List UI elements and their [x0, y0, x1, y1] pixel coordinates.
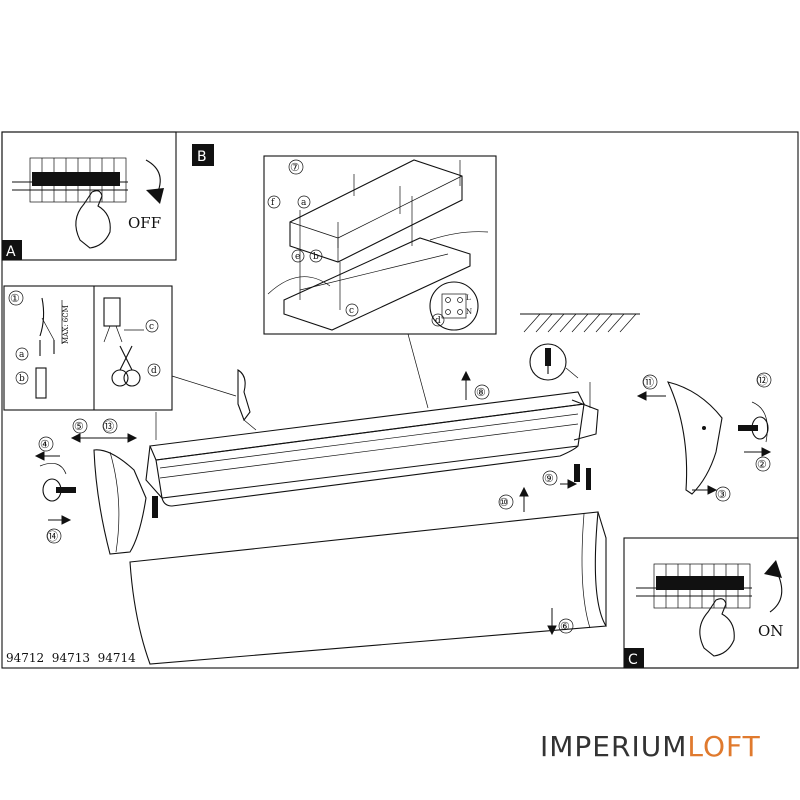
wire-prep-detail: ① MAX: 6CM a b c d — [3, 285, 237, 411]
panel-b-marker: B — [192, 144, 214, 166]
left-end-cap — [93, 449, 147, 555]
box-letter-b: b — [313, 252, 319, 262]
panel-a-breaker-off: OFF A — [1, 131, 177, 261]
step-11: ⑪ — [643, 376, 654, 389]
step-13: ⑬ — [103, 420, 114, 433]
panel-a-state: OFF — [128, 214, 161, 232]
step-9: ⑨ — [544, 472, 554, 485]
left-bolt-icon — [39, 463, 76, 502]
terminal-mark-n: N — [466, 308, 472, 316]
step-8: ⑧ — [476, 386, 486, 399]
panel-c-state: ON — [758, 622, 783, 640]
step-4: ④ — [40, 438, 50, 451]
wire-letter-c: c — [149, 322, 154, 332]
step-arrows — [34, 370, 772, 636]
step-numbers: ② ③ ④ ⑤ ⑥ ⑧ ⑨ ⑩ ⑪ ⑫ ⑬ ⑭ — [38, 372, 772, 634]
step-3: ③ — [717, 488, 727, 501]
light-fixture-body — [145, 382, 599, 518]
model-numbers: 94712 94713 94714 — [6, 651, 136, 665]
screwdriver-icon — [529, 343, 579, 381]
diffuser-panel — [129, 511, 607, 665]
box-letter-d: d — [435, 316, 441, 326]
junction-box-detail: ⑦ L N f a e b c d — [263, 155, 497, 409]
step-14: ⑭ — [47, 530, 58, 543]
brand-logo: IMPERIUMLOFT — [540, 730, 761, 763]
box-step: ⑦ — [290, 161, 300, 174]
box-letter-f: f — [271, 198, 275, 208]
panel-a-letter: A — [6, 244, 16, 260]
step-12: ⑫ — [757, 374, 768, 387]
panel-c-letter: C — [628, 652, 638, 668]
wire-letter-d: d — [151, 366, 157, 376]
step-5: ⑤ — [74, 420, 84, 433]
brand-part-2: LOFT — [687, 730, 761, 763]
step-6: ⑥ — [560, 620, 570, 633]
panel-c-breaker-on: ON C — [623, 537, 799, 669]
wire-letter-a: a — [19, 350, 25, 360]
box-letter-c: c — [349, 306, 354, 316]
wire-letter-b: b — [19, 374, 25, 384]
brand-part-1: IMPERIUM — [540, 730, 688, 763]
ceiling-hatch — [520, 313, 640, 333]
step-10: ⑩ — [499, 496, 509, 509]
terminal-mark-l: L — [466, 294, 471, 302]
panel-b-letter: B — [197, 149, 207, 165]
right-bolt-icon — [738, 401, 769, 443]
outer-frame — [1, 131, 799, 669]
step-2: ② — [757, 458, 767, 471]
strip-length: MAX: 6CM — [62, 305, 70, 344]
hand-cable-icon — [237, 369, 257, 431]
right-end-cap — [667, 381, 723, 495]
box-letter-a: a — [301, 198, 307, 208]
box-letter-e: e — [295, 252, 300, 262]
wire-step: ① — [10, 292, 20, 305]
